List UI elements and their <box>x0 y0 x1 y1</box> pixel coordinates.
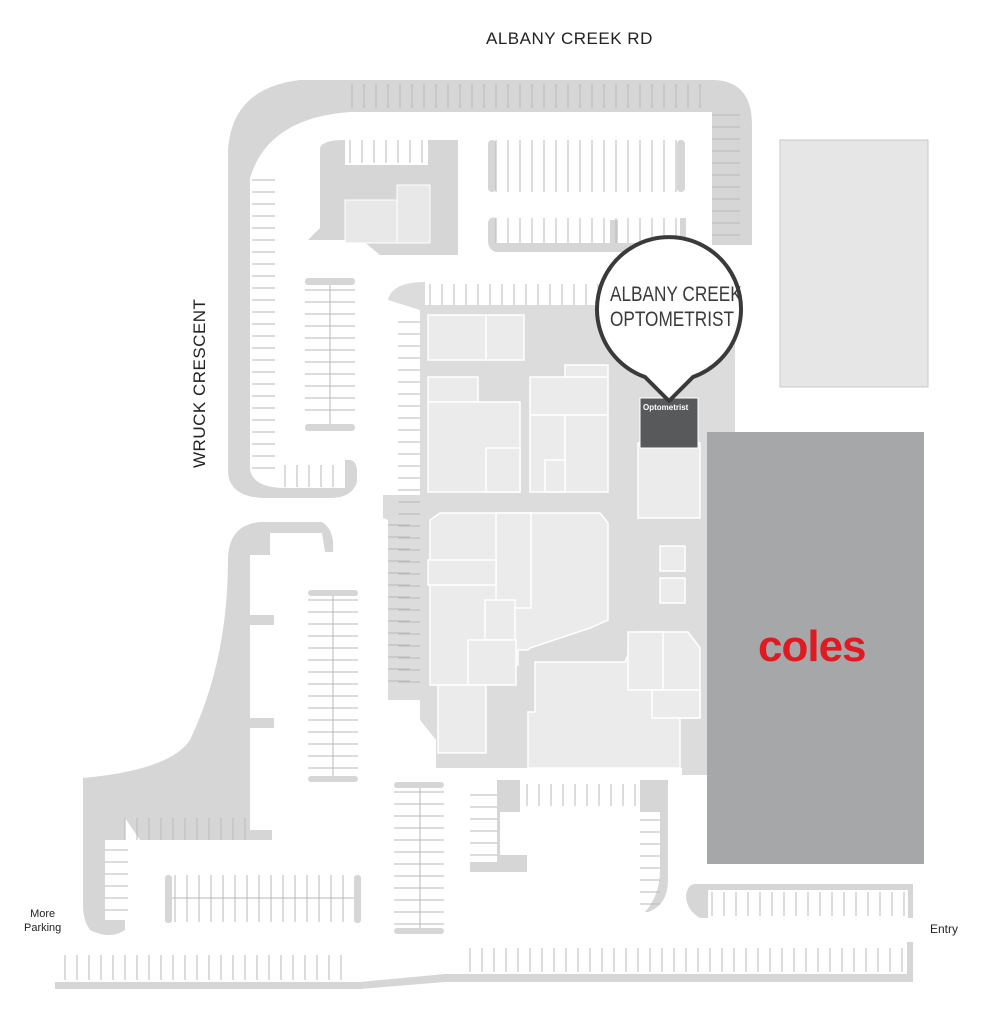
row-end <box>394 782 444 788</box>
row-end <box>677 140 685 192</box>
car-park-southeast <box>686 884 913 918</box>
store-units <box>427 314 701 769</box>
lot-spur <box>250 718 274 728</box>
row-end <box>488 140 496 192</box>
callout-title: ALBANY CREEK OPTOMETRIST <box>609 282 742 332</box>
callout-line-1: ALBANY CREEK <box>609 283 742 306</box>
car-park-west <box>83 522 334 935</box>
parking-stall-lines <box>64 84 905 980</box>
coles-logo[interactable]: coles <box>758 622 867 671</box>
more-parking-label: More Parking <box>24 907 61 935</box>
store-callout <box>595 235 743 403</box>
optometrist-label: Optometrist <box>643 403 689 412</box>
row-end <box>305 424 355 431</box>
row-end <box>394 928 444 934</box>
row-end <box>308 776 358 782</box>
lot-spur <box>250 615 274 625</box>
coles-store[interactable] <box>707 432 924 864</box>
building-east <box>779 139 929 388</box>
entry-label: Entry <box>930 922 959 936</box>
row-end <box>308 590 358 596</box>
car-park-south-strip <box>55 942 913 989</box>
row-end <box>165 875 172 923</box>
row-end <box>354 875 361 923</box>
row-end <box>305 278 355 285</box>
road-label-west: WRUCK CRESCENT <box>190 298 209 468</box>
callout-line-2: OPTOMETRIST <box>609 308 735 331</box>
more-parking-line-1: More <box>30 908 56 920</box>
building-north-1 <box>344 199 398 244</box>
more-parking-line-2: Parking <box>24 922 62 934</box>
road-label-north: ALBANY CREEK RD <box>486 29 653 48</box>
car-park-south <box>470 780 668 912</box>
building-north-2 <box>396 184 431 244</box>
car-park-north-loop <box>228 80 752 498</box>
